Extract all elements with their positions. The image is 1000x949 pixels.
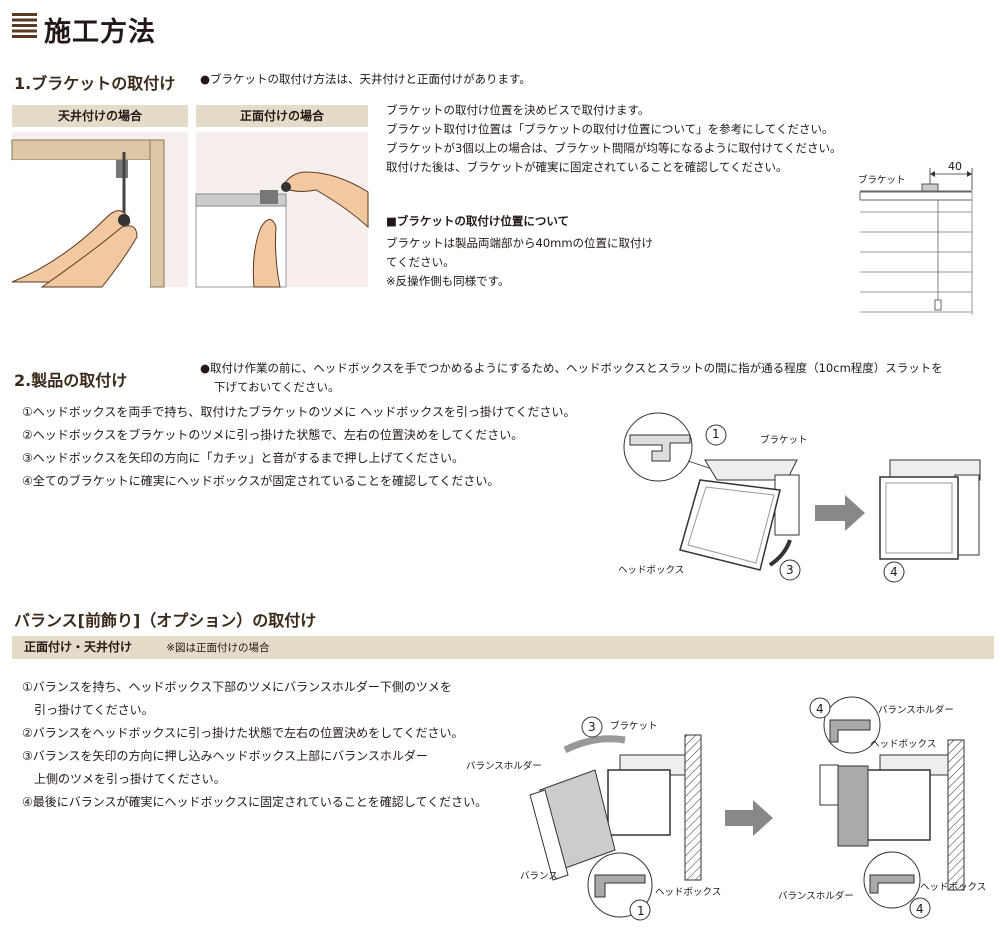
s2-num-1: 1 bbox=[712, 427, 720, 441]
diagram-bracket-label: ブラケット bbox=[858, 175, 906, 186]
position-line-3: ※反操作側も同様です。 bbox=[386, 274, 510, 288]
dimension-40: 40 bbox=[948, 160, 962, 173]
s3-valance-label: バランス bbox=[520, 871, 558, 882]
section2-step-1: ①ヘッドボックスを両手で持ち、取付けたブラケットのツメに ヘッドボックスを引っ掛… bbox=[22, 405, 576, 419]
bracket-position-diagram bbox=[859, 168, 973, 315]
s3-bracket-label: ブラケット bbox=[610, 721, 658, 732]
section2-heading: 2.製品の取付け bbox=[14, 371, 128, 390]
position-line-2: てください。 bbox=[386, 255, 455, 269]
tab-ceiling-mount: 天井付けの場合 bbox=[12, 105, 188, 127]
section3-bar: 正面付け・天井付け ※図は正面付けの場合 bbox=[12, 636, 994, 659]
ceiling-mount-illustration bbox=[11, 132, 188, 288]
s3-num-4-top: 4 bbox=[816, 702, 824, 716]
tab-front-mount: 正面付けの場合 bbox=[196, 105, 368, 127]
position-heading: ■ブラケットの取付け位置について bbox=[386, 214, 570, 228]
section1-note: ●ブラケットの取付け方法は、天井付けと正面付けがあります。 bbox=[200, 72, 531, 86]
section1-line-3: ブラケットが3個以上の場合は、ブラケット間隔が均等になるように取付けてください。 bbox=[386, 141, 842, 155]
title-stripes-icon bbox=[12, 13, 37, 38]
section2-step-2: ②ヘッドボックスをブラケットのツメに引っ掛けた状態で、左右の位置決めをしてくださ… bbox=[22, 428, 524, 442]
s3-headbox-label-left: ヘッドボックス bbox=[655, 887, 722, 898]
page-title: 施工方法 bbox=[44, 17, 156, 48]
s2-headbox-label: ヘッドボックス bbox=[618, 565, 685, 576]
section3-bar-note: ※図は正面付けの場合 bbox=[166, 642, 270, 654]
section3-bar-label: 正面付け・天井付け bbox=[24, 640, 133, 654]
s3-headbox-label-right: ヘッドボックス bbox=[870, 739, 937, 750]
section1-line-4: 取付けた後は、ブラケットが確実に固定されていることを確認してください。 bbox=[386, 160, 788, 174]
s3-num-1: 1 bbox=[637, 904, 645, 918]
s3-num-3: 3 bbox=[588, 720, 596, 734]
section1-line-2: ブラケット取付け位置は「ブラケットの取付け位置について」を参考にしてください。 bbox=[386, 122, 834, 136]
position-line-1: ブラケットは製品両端部から40mmの位置に取付け bbox=[386, 236, 654, 250]
section3-step-3a: ③バランスを矢印の方向に押し込みヘッドボックス上部にバランスホルダー bbox=[22, 749, 428, 763]
section2-note-2: 下げておいてください。 bbox=[214, 380, 340, 394]
section3-step-3b: 上側のツメを引っ掛けてください。 bbox=[22, 772, 226, 786]
s2-num-4: 4 bbox=[890, 565, 898, 579]
s2-bracket-label: ブラケット bbox=[760, 435, 808, 446]
valance-install-diagram bbox=[529, 696, 965, 921]
section1-line-1: ブラケットの取付け位置を決めビスで取付けます。 bbox=[386, 103, 650, 117]
front-mount-illustration bbox=[195, 132, 369, 288]
section1-heading: 1.ブラケットの取付け bbox=[14, 74, 176, 93]
s3-num-4-bottom: 4 bbox=[916, 902, 924, 916]
section2-note-1: ●取付け作業の前に、ヘッドボックスを手でつかめるようにするため、ヘッドボックスと… bbox=[200, 361, 943, 375]
section2-step-4: ④全てのブラケットに確実にヘッドボックスが固定されていることを確認してください。 bbox=[22, 474, 500, 488]
section3-step-1a: ①バランスを持ち、ヘッドボックス下部のツメにバランスホルダー下側のツメを bbox=[22, 680, 452, 694]
s3-headbox-label-bottom: ヘッドボックス bbox=[920, 882, 987, 893]
s3-holder-label-bottom: バランスホルダー bbox=[778, 891, 854, 902]
section3-heading: バランス[前飾り]（オプション）の取付け bbox=[14, 611, 317, 630]
s3-holder-label-left: バランスホルダー bbox=[466, 761, 542, 772]
section3-step-2: ②バランスをヘッドボックスに引っ掛けた状態で左右の位置決めをしてください。 bbox=[22, 726, 464, 740]
section3-step-4: ④最後にバランスが確実にヘッドボックスに固定されていることを確認してください。 bbox=[22, 795, 488, 809]
s3-holder-label-right: バランスホルダー bbox=[878, 705, 954, 716]
section3-step-1b: 引っ掛けてください。 bbox=[22, 703, 154, 717]
s2-num-3: 3 bbox=[786, 563, 794, 577]
section2-step-3: ③ヘッドボックスを矢印の方向に「カチッ」と音がするまで押し上げてください。 bbox=[22, 451, 465, 465]
headbox-install-diagram bbox=[623, 412, 981, 583]
